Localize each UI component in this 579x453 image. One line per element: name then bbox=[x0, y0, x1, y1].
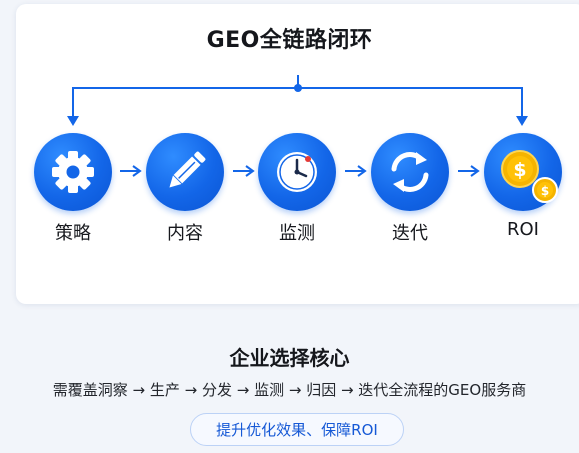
step-monitor-circle bbox=[258, 133, 336, 211]
arrow-right-icon bbox=[233, 165, 255, 177]
step-label: 策略 bbox=[55, 223, 91, 244]
step-strategy: 策略 bbox=[28, 133, 118, 245]
step-content-circle bbox=[146, 133, 224, 211]
coin-icon: $ $ bbox=[501, 150, 558, 203]
step-monitor: 监测 bbox=[252, 133, 342, 245]
cycle-arrows-icon bbox=[391, 152, 429, 192]
svg-text:$: $ bbox=[513, 159, 526, 181]
svg-text:$: $ bbox=[541, 184, 549, 198]
step-label: ROI bbox=[507, 219, 539, 240]
step-roi: $ $ ROI bbox=[478, 133, 568, 240]
benefit-pill: 提升优化效果、保障ROI bbox=[190, 413, 404, 446]
pencil-icon bbox=[169, 151, 206, 188]
step-iterate-circle bbox=[371, 133, 449, 211]
arrow-right-icon bbox=[345, 165, 367, 177]
loop-connector bbox=[67, 75, 528, 126]
flow-description: 需覆盖洞察 → 生产 → 分发 → 监测 → 归因 → 迭代全流程的GEO服务商 bbox=[52, 381, 527, 399]
arrow-right-icon bbox=[120, 165, 142, 177]
step-label: 内容 bbox=[167, 223, 203, 244]
step-content: 内容 bbox=[140, 133, 230, 245]
step-roi-circle: $ $ bbox=[484, 133, 562, 211]
section-title: 企业选择核心 bbox=[229, 346, 350, 370]
diagram-title: GEO全链路闭环 bbox=[206, 28, 373, 53]
step-iterate: 迭代 bbox=[365, 133, 455, 245]
step-label: 迭代 bbox=[392, 223, 428, 244]
clock-icon bbox=[277, 152, 317, 192]
step-strategy-circle bbox=[34, 133, 112, 211]
gear-icon bbox=[52, 151, 94, 193]
arrow-right-icon bbox=[458, 165, 480, 177]
step-label: 监测 bbox=[279, 223, 315, 244]
